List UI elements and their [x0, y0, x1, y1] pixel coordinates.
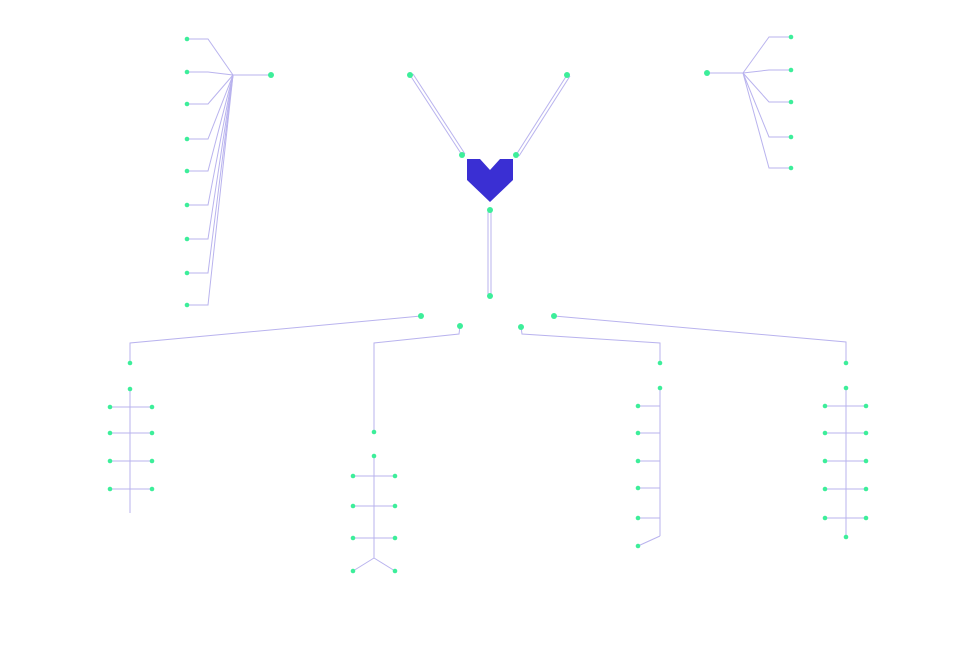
connector-node-2: [457, 323, 463, 329]
connector-cluster-3: [520, 326, 661, 363]
hub-node-bottom-port: [487, 207, 493, 213]
cluster-1-rung-left: [107, 458, 113, 464]
top-left-fan-leaf: [184, 69, 190, 75]
cluster-4-rung-right: [863, 403, 869, 409]
top-left-fan-leaf: [184, 270, 190, 276]
top-left-fan-leaf: [184, 36, 190, 42]
cluster-4-rung-right: [863, 486, 869, 492]
cluster-1-rung-left: [107, 404, 113, 410]
cluster-2-spine-top: [371, 453, 377, 459]
cluster-1-rung-left: [107, 486, 113, 492]
cluster-2-rung-left: [350, 473, 356, 479]
top-left-fan-link: [187, 74, 234, 240]
cluster-3-tail-node: [635, 543, 641, 549]
cluster-2-fork-right-node: [392, 568, 398, 574]
top-left-fan-link: [187, 74, 234, 172]
top-right-fan-leaf: [788, 34, 794, 40]
cluster-3-branch-node: [635, 458, 641, 464]
hub-node-left-port: [459, 152, 465, 158]
top-right-fan-link: [742, 72, 791, 103]
cluster-1-rung-right: [149, 430, 155, 436]
cluster-2-rung-right: [392, 503, 398, 509]
hub-layer: [467, 159, 513, 202]
hub-link-upper-right-a: [515, 74, 568, 156]
cluster-3-branch-node: [635, 485, 641, 491]
cluster-4-rung-right: [863, 458, 869, 464]
cluster-4-rung-left: [822, 515, 828, 521]
cluster-3-top-node: [657, 360, 663, 366]
top-left-fan-leaf: [184, 302, 190, 308]
top-left-fan-link: [187, 74, 234, 206]
cluster-4-top-node: [843, 360, 849, 366]
heart-icon: [467, 159, 513, 202]
top-left-fan-link: [187, 74, 234, 105]
top-right-fan-leaf: [788, 134, 794, 140]
cluster-4-rung-right: [863, 515, 869, 521]
connector-cluster-1: [129, 315, 422, 363]
cluster-3-tail: [637, 535, 661, 547]
cluster-4-rung-right: [863, 430, 869, 436]
cluster-4-rung-left: [822, 430, 828, 436]
top-right-fan-leaf: [788, 99, 794, 105]
hub-link-upper-left-b: [412, 73, 466, 155]
hub-node-upper-left-end: [407, 72, 413, 78]
top-right-fan-leaf: [788, 165, 794, 171]
cluster-4-rung-left: [822, 486, 828, 492]
cluster-2-fork-left-node: [350, 568, 356, 574]
top-left-fan-link: [187, 71, 234, 76]
connector-node-3: [518, 324, 524, 330]
cluster-2-top-node: [371, 429, 377, 435]
top-left-fan-leaf: [184, 168, 190, 174]
top-left-fan-link: [187, 74, 234, 140]
connector-cluster-4: [553, 315, 847, 363]
hub-node-bottom-end: [487, 293, 493, 299]
cluster-2-fork-left: [352, 557, 375, 572]
cluster-1-rung-right: [149, 486, 155, 492]
cluster-3-spine-top: [657, 385, 663, 391]
cluster-2-fork-right: [373, 557, 396, 572]
top-left-fan-link: [187, 74, 234, 306]
connector-node-4: [551, 313, 557, 319]
node-layer: [107, 34, 869, 574]
cluster-1-top-node: [127, 360, 133, 366]
top-left-fan-link: [187, 74, 234, 274]
top-right-fan-root: [704, 70, 710, 76]
top-left-fan-link: [187, 38, 234, 76]
top-left-fan-leaf: [184, 202, 190, 208]
cluster-4-spine-bottom: [843, 534, 849, 540]
link-layer: [110, 36, 866, 572]
top-right-fan-link: [742, 72, 791, 138]
cluster-3-branch-node: [635, 403, 641, 409]
hub-node-upper-right-end: [564, 72, 570, 78]
connector-node-1: [418, 313, 424, 319]
connector-cluster-2: [373, 325, 461, 432]
top-left-fan-root: [268, 72, 274, 78]
cluster-2-rung-right: [392, 535, 398, 541]
top-left-fan-leaf: [184, 101, 190, 107]
top-left-fan-leaf: [184, 136, 190, 142]
cluster-4-rung-left: [822, 458, 828, 464]
cluster-1-rung-right: [149, 458, 155, 464]
top-left-fan-leaf: [184, 236, 190, 242]
top-right-fan-leaf: [788, 67, 794, 73]
cluster-2-rung-left: [350, 503, 356, 509]
top-right-fan-link: [742, 36, 791, 74]
hub-link-upper-left-a: [409, 74, 463, 156]
hub-link-upper-right-b: [518, 75, 571, 157]
top-right-fan-link: [742, 69, 791, 74]
cluster-3-branch-node: [635, 430, 641, 436]
top-right-fan-link: [742, 72, 791, 169]
cluster-1-rung-right: [149, 404, 155, 410]
cluster-3-branch-node: [635, 515, 641, 521]
cluster-2-rung-left: [350, 535, 356, 541]
cluster-4-rung-left: [822, 403, 828, 409]
cluster-4-spine-top: [843, 385, 849, 391]
cluster-1-spine-top: [127, 386, 133, 392]
hub-node-right-port: [513, 152, 519, 158]
cluster-1-rung-left: [107, 430, 113, 436]
cluster-2-rung-right: [392, 473, 398, 479]
